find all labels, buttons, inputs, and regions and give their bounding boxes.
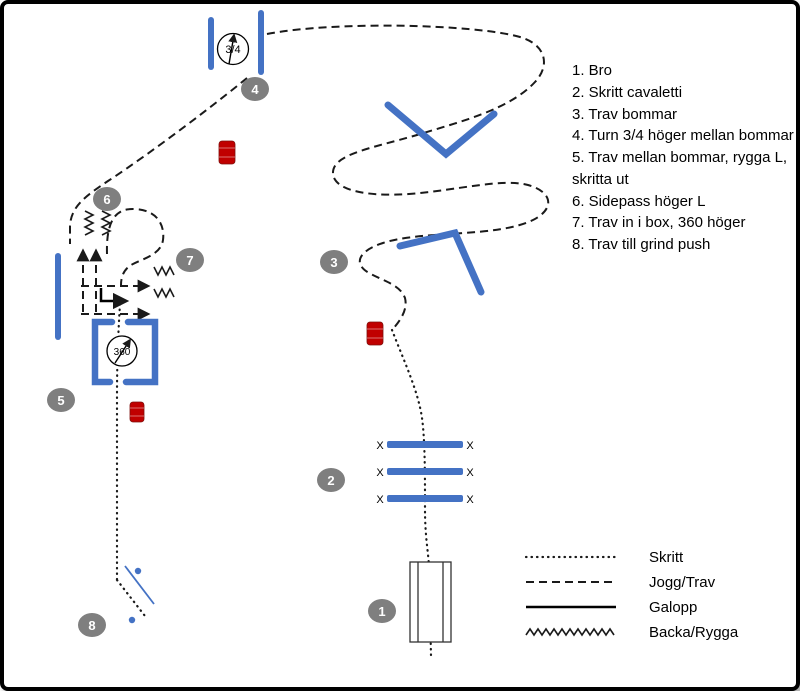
path-skritt-gate: [115, 578, 147, 618]
cavaletti-bars: [387, 441, 463, 502]
marker-7: 7: [176, 248, 204, 272]
marker-4-number: 4: [251, 82, 259, 97]
spin-360-label: 360: [114, 347, 131, 358]
rygga-mark-horizontal-1: [153, 265, 175, 277]
cavaletti-bar-1: [387, 441, 463, 448]
path-box-loop: [105, 207, 165, 286]
instruction-item-4: 4. Turn 3/4 höger mellan bommar: [572, 127, 794, 145]
gate-post-bottom: [128, 616, 136, 624]
rygga-mark-vertical-2: [100, 210, 112, 236]
instruction-item-2: 2. Skritt cavaletti: [572, 83, 683, 101]
cavaletti-end-marks: X X X X X X: [376, 440, 474, 506]
barrel-body-1: [218, 140, 236, 165]
legend-label-skritt: Skritt: [649, 549, 684, 566]
trav-bommar-upper: [384, 101, 498, 159]
barrels: [129, 140, 384, 423]
galopp-arrow: [99, 288, 130, 310]
marker-5: 5: [47, 388, 75, 412]
barrel-body-2: [366, 321, 384, 346]
cavaletti-x-1: X: [376, 440, 384, 452]
barrel-icon-2: [366, 321, 384, 346]
cavaletti-x-4: X: [466, 467, 474, 479]
marker-2-ellipse: [317, 468, 345, 492]
instruction-item-6: 6. Sidepass höger L: [572, 192, 706, 210]
gate-bar: [124, 565, 155, 605]
barrel-icon-3: [129, 401, 145, 423]
course-diagram-svg: X X X X X X: [47, 10, 739, 658]
cavaletti-x-3: X: [376, 467, 384, 479]
turn-3-4-arrow: [228, 33, 238, 65]
instruction-item-7: 7. Trav in i box, 360 höger: [572, 214, 746, 232]
spin-360-arrow: [114, 338, 131, 364]
cavaletti-x-5: X: [376, 494, 384, 506]
instruction-item-3: 3. Trav bommar: [572, 105, 678, 123]
marker-1: 1: [368, 599, 396, 623]
cavaletti-bar-2: [387, 468, 463, 475]
rygga-mark-horizontal-2: [153, 287, 175, 299]
rygga-marks: [83, 210, 175, 299]
instruction-item-5: 5. Trav mellan bommar, rygga L, skritta …: [572, 149, 788, 188]
barrel-body-3: [129, 401, 145, 423]
marker-2-number: 2: [327, 473, 334, 488]
marker-1-ellipse: [368, 599, 396, 623]
legend-label-jogg-trav: Jogg/Trav: [649, 574, 716, 591]
marker-3-number: 3: [330, 255, 337, 270]
path-trav-top-serpentine: [266, 24, 550, 331]
cavaletti-x-6: X: [466, 494, 474, 506]
marker-8: 8: [78, 613, 106, 637]
legend-label-galopp: Galopp: [649, 599, 697, 616]
legend-line-zigzag: [525, 627, 615, 637]
instruction-item-8: 8. Trav till grind push: [572, 236, 711, 253]
box-outline: [91, 318, 159, 386]
marker-3: 3: [320, 250, 348, 274]
marker-7-ellipse: [176, 248, 204, 272]
cavaletti-x-2: X: [466, 440, 474, 452]
legend-label-backa-rygga: Backa/Rygga: [649, 624, 739, 641]
blue-poles: [55, 10, 498, 386]
course-markers: 1 2 3 4 5 6 7: [47, 77, 396, 637]
rygga-mark-vertical-1: [83, 210, 95, 236]
marker-2: 2: [317, 468, 345, 492]
legend: Skritt Jogg/Trav Galopp Backa/Rygga: [524, 549, 739, 641]
turn-3-4-label: 3/4: [225, 44, 240, 56]
marker-5-number: 5: [57, 393, 64, 408]
trav-bommar-lower: [396, 228, 485, 296]
marker-4-ellipse: [241, 77, 269, 101]
marker-8-ellipse: [78, 613, 106, 637]
path-trav-left-diagonal: [69, 77, 248, 244]
bridge-obstacle: [409, 561, 452, 643]
marker-1-number: 1: [378, 604, 385, 619]
instruction-item-1: 1. Bro: [572, 62, 613, 79]
marker-8-number: 8: [88, 618, 95, 633]
gate-post-top: [134, 567, 142, 575]
marker-3-ellipse: [320, 250, 348, 274]
marker-6: 6: [93, 187, 121, 211]
marker-7-number: 7: [186, 253, 193, 268]
cavaletti-bar-3: [387, 495, 463, 502]
turn-circles: [106, 32, 250, 367]
barrel-icon-1: [218, 140, 236, 165]
gate-obstacle: [124, 565, 155, 624]
instruction-list: 1. Bro 2. Skritt cavaletti 3. Trav bomma…: [572, 60, 796, 256]
marker-4: 4: [241, 77, 269, 101]
marker-6-ellipse: [93, 187, 121, 211]
marker-6-number: 6: [103, 192, 110, 207]
marker-5-ellipse: [47, 388, 75, 412]
trav-paths: [69, 24, 550, 331]
bridge-outer: [409, 561, 452, 643]
